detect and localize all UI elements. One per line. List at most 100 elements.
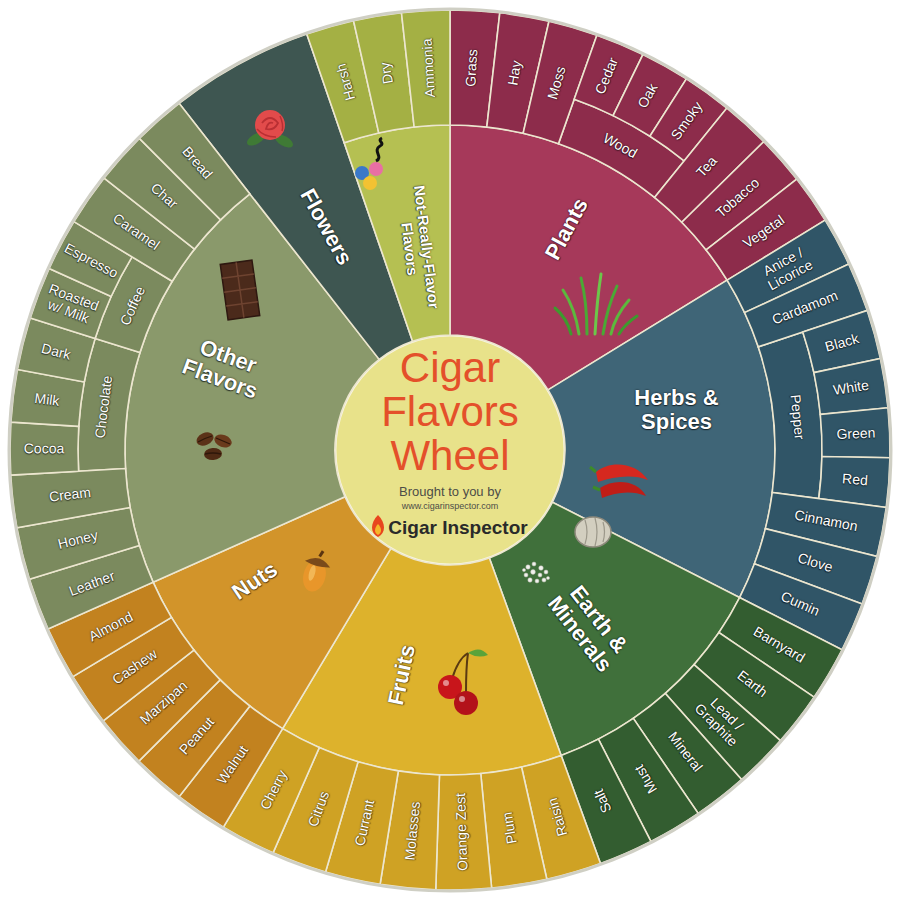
- flavor-label: Earth: [734, 668, 770, 701]
- flavor-label: White: [832, 378, 870, 399]
- category-segment-fill: [344, 125, 450, 341]
- flavor-segment: Cedar: [572, 33, 645, 118]
- flavor-label: Anice / Licorice: [745, 237, 828, 301]
- flavor-segment: Peanut: [136, 677, 252, 799]
- flavor-label: Dark: [40, 341, 72, 363]
- flavor-label: Salt: [591, 786, 615, 814]
- flavor-segment-fill: [401, 10, 450, 127]
- category-label: Nuts: [228, 558, 282, 605]
- flavor-label: Clove: [796, 551, 835, 576]
- flavor-label: Molasses: [403, 801, 424, 861]
- wheel-title: Cigar Flavors Wheel: [350, 346, 550, 478]
- category-segment-shape: [546, 278, 777, 600]
- flavor-segment: Clove: [752, 526, 879, 607]
- flavor-label: Red: [841, 471, 868, 488]
- category-label: Earth & Minerals: [539, 573, 639, 682]
- flavor-label: Plum: [500, 811, 520, 845]
- website-text: www.cigarinspector.com: [402, 502, 499, 512]
- flavor-segment: Ammonia: [399, 8, 452, 129]
- flavor-segment: Orange Zest: [433, 771, 494, 892]
- flavor-segment: Tobacco: [679, 139, 799, 252]
- flavor-label: Tea: [694, 153, 721, 180]
- flavor-segment: Red: [816, 454, 892, 510]
- category-label: Flowers: [296, 185, 357, 269]
- flavor-label: Ammonia: [420, 38, 439, 98]
- subgroup-segment: Chocolate: [76, 336, 142, 474]
- category-label: Fruits: [384, 643, 420, 708]
- flavor-label: Cashew: [110, 646, 160, 687]
- flavor-label: Cardamom: [770, 288, 840, 328]
- subgroup-label: Chocolate: [93, 375, 116, 439]
- flavor-segment: Leather: [27, 543, 156, 631]
- category-label: Plants: [541, 194, 593, 264]
- flavor-label: Grass: [463, 49, 480, 87]
- flavor-label: Cream: [48, 485, 92, 505]
- flavor-label: Must: [631, 762, 660, 796]
- subgroup-label: Pepper: [787, 393, 807, 439]
- category-segment-shape: [151, 494, 393, 731]
- flavor-label: Cinnamon: [793, 508, 859, 535]
- center-circle-fill: [335, 335, 565, 565]
- flavor-label: Green: [836, 426, 875, 443]
- flavor-label: Orange Zest: [453, 793, 471, 871]
- flavor-segment: Honey: [14, 505, 142, 582]
- flavor-segment: Roasted w/ Milk: [28, 266, 114, 341]
- category-segment: Flowers: [177, 31, 415, 362]
- category-label: Herbs & Spices: [627, 386, 727, 434]
- flavor-segment: Green: [818, 405, 892, 460]
- flavor-segment: Almond: [46, 580, 174, 679]
- flavor-label: Leather: [67, 569, 117, 600]
- flavor-segment: Black: [800, 308, 883, 375]
- wheel-rim: [9, 9, 891, 891]
- flavor-segment: Harsh: [304, 18, 381, 145]
- brand-name: Cigar Inspector: [388, 518, 527, 539]
- flavor-segment-fill: [139, 103, 250, 220]
- flavor-label: Currant: [353, 799, 378, 848]
- flavor-segment-fill: [436, 774, 492, 890]
- flavor-label: Almond: [86, 609, 135, 645]
- flavor-label: Cocoa: [24, 441, 65, 457]
- flavor-label: Caramel: [110, 211, 162, 254]
- flavor-label: Citrus: [305, 789, 332, 829]
- flavor-segment: Molasses: [378, 768, 442, 892]
- flavor-label: Lead / Graphite: [682, 682, 759, 759]
- flavor-label: Milk: [34, 391, 61, 409]
- subgroup-segment: Pepper: [756, 329, 824, 501]
- flavor-label: Marzipan: [137, 679, 190, 729]
- flavor-label: Dry: [377, 61, 396, 85]
- flavor-segment: Cream: [8, 466, 133, 530]
- flavor-label: Mineral: [665, 729, 705, 775]
- flavor-label: Cumin: [778, 589, 821, 619]
- flavor-segment: Tea: [652, 106, 766, 225]
- flavor-segment: Raisin: [519, 753, 603, 882]
- flavor-label: Honey: [57, 528, 100, 552]
- flavor-segment: Cinnamon: [763, 490, 889, 559]
- flavor-label: Cedar: [593, 55, 622, 96]
- category-label: Other Flavors: [169, 328, 280, 408]
- flavor-segment: White: [811, 356, 890, 417]
- flavor-label: Moss: [545, 65, 569, 101]
- flavor-segment: Dry: [351, 10, 417, 135]
- flavor-segment-fill: [11, 469, 130, 528]
- flavor-segment-fill: [820, 408, 890, 458]
- category-segment-shape: [280, 546, 564, 777]
- flavor-label: Harsh: [333, 62, 358, 102]
- flavor-label: Espresso: [62, 240, 121, 281]
- flavor-label: Raisin: [545, 796, 571, 838]
- category-segment: Herbs & Spices: [546, 278, 777, 600]
- flavor-label: Roasted w/ Milk: [35, 279, 106, 331]
- flavor-segment-fill: [814, 359, 888, 415]
- flavor-label: Vegetal: [741, 212, 788, 251]
- category-segment-shape: [342, 123, 452, 344]
- subgroup-label: Coffee: [117, 284, 148, 328]
- flavor-segment: Must: [596, 716, 701, 844]
- flavor-label: Cherry: [258, 768, 291, 812]
- subgroup-segment: Wood: [556, 97, 687, 200]
- flavor-label: Smoky: [668, 99, 705, 143]
- flavor-label: Barnyard: [751, 624, 808, 666]
- credit-text: Brought to you by: [399, 485, 501, 499]
- category-label: Not-Really-Flavor Flavors: [393, 176, 443, 319]
- flavor-segment: Grass: [448, 8, 502, 130]
- flavor-label: Peanut: [176, 715, 217, 758]
